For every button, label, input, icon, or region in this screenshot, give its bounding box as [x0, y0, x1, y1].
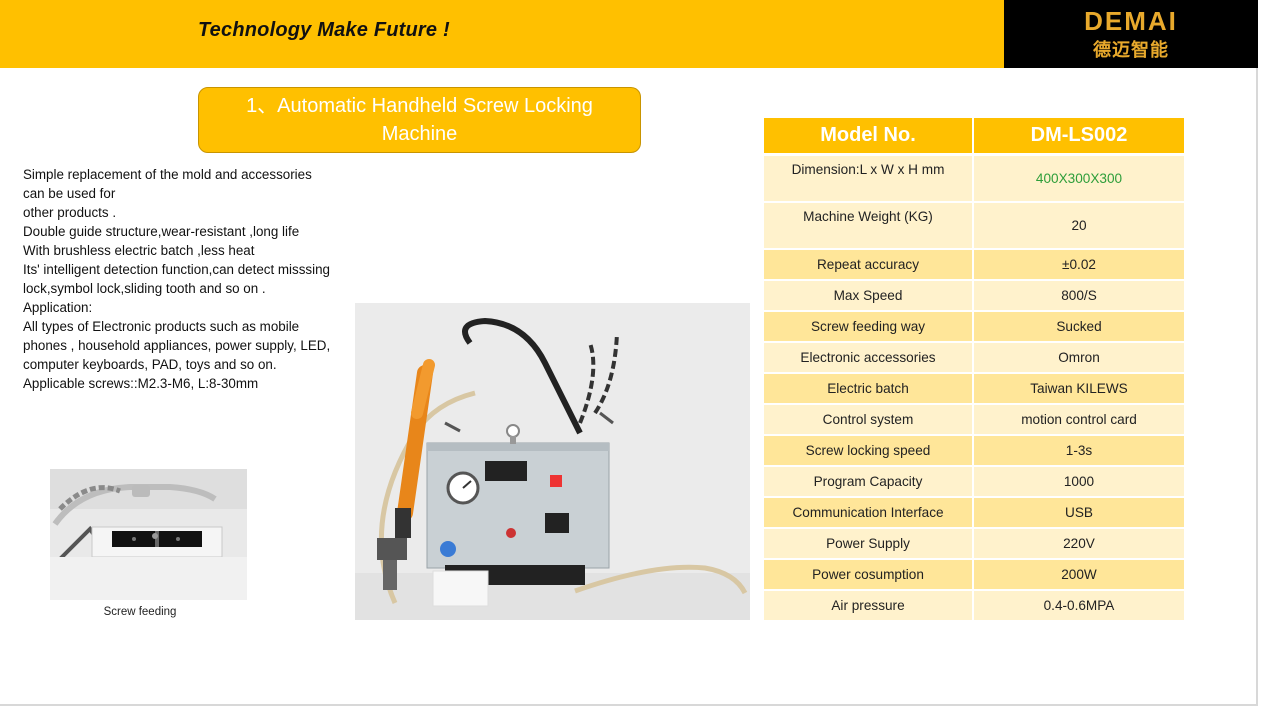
- logo-text-en: DEMAI: [1084, 6, 1178, 36]
- table-row: Program Capacity 1000: [764, 467, 1184, 498]
- top-banner: Technology Make Future !: [0, 0, 1004, 68]
- spec-label: Screw locking speed: [764, 436, 974, 467]
- spec-value: USB: [974, 498, 1184, 529]
- spec-label: Communication Interface: [764, 498, 974, 529]
- product-title-line1: 1、Automatic Handheld Screw Locking: [246, 95, 593, 117]
- spec-value: 220V: [974, 529, 1184, 560]
- product-title-box: 1、Automatic Handheld Screw Locking Machi…: [198, 87, 641, 153]
- spec-label: Program Capacity: [764, 467, 974, 498]
- table-row: Dimension:L x W x H mm 400X300X300: [764, 156, 1184, 203]
- screw-feeding-caption: Screw feeding: [103, 606, 177, 618]
- description-line: Applicable screws::M2.3-M6, L:8-30mm: [23, 376, 259, 391]
- table-row: Power Supply 220V: [764, 529, 1184, 560]
- product-description: Simple replacement of the mold and acces…: [23, 165, 333, 393]
- spec-table: Model No. DM-LS002 Dimension:L x W x H m…: [764, 118, 1184, 622]
- spec-label: Max Speed: [764, 281, 974, 312]
- spec-value: motion control card: [974, 405, 1184, 436]
- table-row: Electronic accessories Omron: [764, 343, 1184, 374]
- spec-label: Electric batch: [764, 374, 974, 405]
- description-line: All types of Electronic products such as…: [23, 319, 331, 372]
- table-row: Screw locking speed 1-3s: [764, 436, 1184, 467]
- spec-value: Taiwan KILEWS: [974, 374, 1184, 405]
- table-row: Control system motion control card: [764, 405, 1184, 436]
- spec-value: 800/S: [974, 281, 1184, 312]
- spec-label: Power cosumption: [764, 560, 974, 591]
- spec-value: 20: [974, 203, 1184, 250]
- table-row: Air pressure 0.4-0.6MPA: [764, 591, 1184, 622]
- header-model-value: DM-LS002: [974, 118, 1184, 156]
- spec-label: Screw feeding way: [764, 312, 974, 343]
- spec-table-header: Model No. DM-LS002: [764, 118, 1184, 156]
- spec-label: Dimension:L x W x H mm: [764, 156, 974, 203]
- screw-feeding-image: [50, 469, 247, 600]
- spec-value: 400X300X300: [974, 156, 1184, 203]
- table-row: Repeat accuracy ±0.02: [764, 250, 1184, 281]
- slogan: Technology Make Future !: [198, 19, 450, 41]
- spec-label: Control system: [764, 405, 974, 436]
- table-row: Electric batch Taiwan KILEWS: [764, 374, 1184, 405]
- table-row: Power cosumption 200W: [764, 560, 1184, 591]
- spec-label: Air pressure: [764, 591, 974, 622]
- spec-value: 0.4-0.6MPA: [974, 591, 1184, 622]
- header-model-label: Model No.: [764, 118, 974, 156]
- spec-label: Repeat accuracy: [764, 250, 974, 281]
- machine-photo: [355, 303, 750, 620]
- screw-feeding-illustration: [50, 469, 247, 600]
- spec-value: 1000: [974, 467, 1184, 498]
- description-line: Simple replacement of the mold and acces…: [23, 167, 312, 201]
- description-line: With brushless electric batch ,less heat: [23, 243, 255, 258]
- spec-value: 200W: [974, 560, 1184, 591]
- spec-label: Machine Weight (KG): [764, 203, 974, 250]
- table-row: Machine Weight (KG) 20: [764, 203, 1184, 250]
- logo-text-cn: 德迈智能: [1093, 40, 1169, 60]
- description-line: Double guide structure,wear-resistant ,l…: [23, 224, 300, 239]
- company-logo: DEMAI 德迈智能: [1004, 0, 1258, 68]
- spec-value: Omron: [974, 343, 1184, 374]
- description-line: Application:: [23, 300, 93, 315]
- spec-label: Electronic accessories: [764, 343, 974, 374]
- spec-value: 1-3s: [974, 436, 1184, 467]
- description-line: Its' intelligent detection function,can …: [23, 262, 330, 296]
- product-title-line2: Machine: [381, 123, 458, 145]
- spec-value: ±0.02: [974, 250, 1184, 281]
- spec-value: Sucked: [974, 312, 1184, 343]
- product-title: 1、Automatic Handheld Screw Locking Machi…: [246, 92, 593, 148]
- machine-illustration: [355, 303, 750, 620]
- table-row: Communication Interface USB: [764, 498, 1184, 529]
- spec-label: Power Supply: [764, 529, 974, 560]
- description-line: other products .: [23, 205, 117, 220]
- table-row: Screw feeding way Sucked: [764, 312, 1184, 343]
- table-row: Max Speed 800/S: [764, 281, 1184, 312]
